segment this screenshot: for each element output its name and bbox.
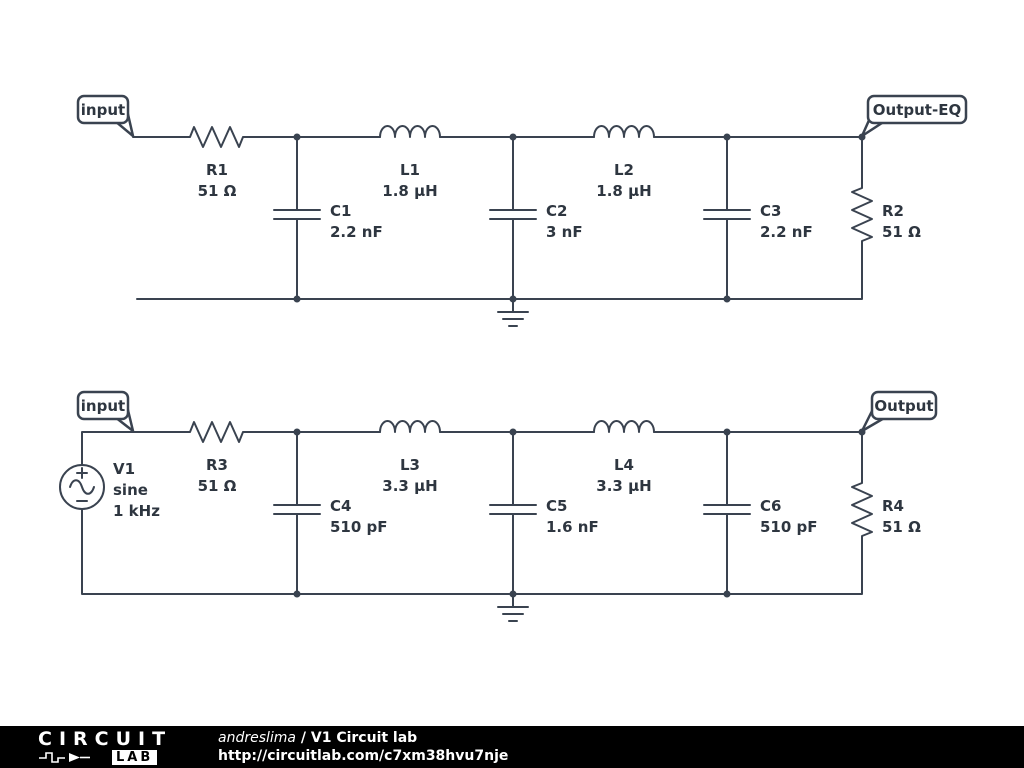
input-flag-1: input [76, 94, 135, 138]
c2-name: C2 [546, 202, 567, 220]
circuitlab-logo-lab-badge: LAB [112, 749, 158, 765]
c2-value: 3 nF [546, 223, 583, 241]
resistor-r4-symbol [851, 477, 873, 543]
author-name: andreslima [218, 729, 296, 746]
input-flag-2-label: input [81, 397, 125, 415]
l3-name: L3 [400, 456, 420, 474]
c4-name: C4 [330, 497, 351, 515]
l4-value: 3.3 µH [596, 477, 651, 495]
c3-value: 2.2 nF [760, 223, 813, 241]
output-flag-eq: Output-EQ [860, 94, 968, 138]
c5-value: 1.6 nF [546, 518, 599, 536]
input-flag-2-box [76, 390, 130, 421]
capacitor-c2-symbol [489, 209, 537, 220]
waveform-icon [39, 751, 90, 763]
r3-value: 51 Ω [198, 477, 237, 495]
v1-name: V1 [113, 460, 135, 478]
l2-name: L2 [614, 161, 634, 179]
output-flag-eq-label: Output-EQ [873, 101, 961, 119]
output-flag: Output [860, 390, 938, 433]
inductor-l3-symbol [379, 420, 441, 433]
inductor-l2-symbol [593, 125, 655, 138]
capacitor-c6-symbol [703, 504, 751, 515]
v1-waveform: sine [113, 481, 148, 499]
c4-value: 510 pF [330, 518, 388, 536]
ground2-symbol [497, 606, 529, 622]
c1-name: C1 [330, 202, 351, 220]
footer-attribution: andreslima / V1 Circuit lab [218, 730, 508, 747]
footer-bar: CIRCUIT LAB andreslima / V1 Circuit lab … [0, 726, 1024, 768]
r4-value: 51 Ω [882, 518, 921, 536]
inductor-l1-symbol [379, 125, 441, 138]
circuit-1: input Output-EQ R1 51 Ω L1 1.8 µH L2 1.8… [76, 94, 968, 327]
capacitor-c1-symbol [273, 209, 321, 220]
c6-name: C6 [760, 497, 781, 515]
r2-value: 51 Ω [882, 223, 921, 241]
source-v1-plus-sign [76, 467, 88, 479]
r2-name: R2 [882, 202, 904, 220]
c1-value: 2.2 nF [330, 223, 383, 241]
source-v1-symbol [59, 464, 105, 510]
circuit2-junction-dots [293, 428, 866, 598]
v1-frequency: 1 kHz [113, 502, 160, 520]
resistor-r3-symbol [184, 421, 250, 443]
input-flag-1-label: input [81, 101, 125, 119]
capacitor-c5-symbol [489, 504, 537, 515]
r1-value: 51 Ω [198, 182, 237, 200]
c6-value: 510 pF [760, 518, 818, 536]
input-flag-1-box [76, 94, 130, 125]
r3-name: R3 [206, 456, 228, 474]
l2-value: 1.8 µH [596, 182, 651, 200]
circuitlab-logo: CIRCUIT LAB [0, 727, 218, 765]
circuit2-wires [81, 431, 863, 608]
c5-name: C5 [546, 497, 567, 515]
schematic-canvas: input Output-EQ R1 51 Ω L1 1.8 µH L2 1.8… [59, 94, 968, 622]
l3-value: 3.3 µH [382, 477, 437, 495]
r1-name: R1 [206, 161, 228, 179]
c3-name: C3 [760, 202, 781, 220]
output-flag-eq-box [866, 94, 968, 125]
input-flag-2: input [76, 390, 135, 433]
resistor-r1-symbol [184, 126, 250, 148]
circuitlab-logo-wordmark: CIRCUIT [38, 727, 173, 750]
source-v1-sine-wave [69, 479, 95, 495]
inductor-l4-symbol [593, 420, 655, 433]
l1-value: 1.8 µH [382, 182, 437, 200]
circuit1-wires [132, 136, 863, 313]
circuit-url: http://circuitlab.com/c7xm38hvu7nje [218, 747, 509, 764]
output-flag-box [870, 390, 938, 421]
output-flag-label: Output [874, 397, 933, 415]
resistor-r2-symbol [851, 182, 873, 248]
circuit-title: V1 Circuit lab [310, 729, 418, 746]
r4-name: R4 [882, 497, 904, 515]
circuit-2: input Output V1 sine 1 kHz R3 51 Ω L3 3.… [59, 390, 938, 622]
l1-name: L1 [400, 161, 420, 179]
source-v1-circle [59, 464, 105, 510]
ground1-symbol [497, 311, 529, 327]
capacitor-c4-symbol [273, 504, 321, 515]
l4-name: L4 [614, 456, 634, 474]
footer-text: andreslima / V1 Circuit lab http://circu… [218, 730, 508, 765]
capacitor-c3-symbol [703, 209, 751, 220]
attribution-separator: / [296, 729, 311, 746]
